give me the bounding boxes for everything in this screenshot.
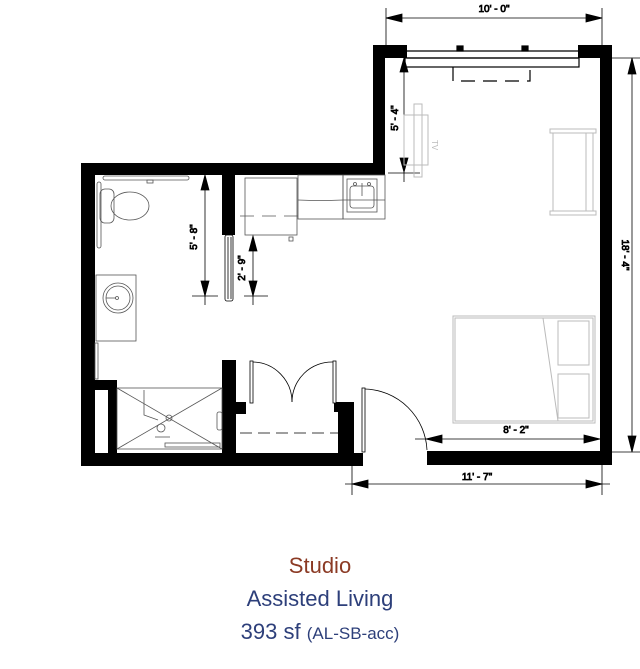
tv-stand: TV: [403, 103, 439, 178]
dim-bedroom-label: 8' - 2": [503, 425, 529, 436]
window: [404, 45, 580, 82]
dim-right-label: 18' - 4": [619, 239, 630, 270]
closet-doors: [240, 360, 338, 434]
dim-bath-label: 5' - 8": [189, 224, 200, 250]
dimension-bath-height: 5' - 8": [189, 173, 218, 305]
dimension-bottom-width: 11' - 7": [345, 458, 610, 495]
bath-pocket-door: [224, 234, 234, 302]
grab-bar: [102, 175, 190, 184]
dimension-bedroom-width: 8' - 2": [415, 425, 612, 444]
unit-code: (AL-SB-acc): [306, 624, 400, 643]
unit-type-title: Studio: [288, 553, 352, 578]
unit-area: 393 sf: [240, 619, 301, 644]
tv-label: TV: [430, 140, 439, 151]
bathroom-sink: [94, 274, 137, 380]
shower: [116, 387, 223, 450]
dimension-kitchen-clearance: 2' - 9": [237, 234, 268, 305]
toilet: [96, 181, 150, 249]
unit-category: Assisted Living: [246, 586, 394, 611]
floor-plan: 10' - 0" 18' - 4" 5' - 4" TV: [81, 4, 640, 495]
chair: [549, 128, 597, 216]
dimension-top-width: 10' - 0": [385, 4, 603, 52]
dim-entry-label: 5' - 4": [390, 105, 401, 131]
bed: [452, 315, 596, 424]
dim-top-label: 10' - 0": [478, 4, 509, 15]
dim-bottom-label: 11' - 7": [462, 472, 493, 483]
dimension-right-height: 18' - 4": [612, 57, 640, 453]
entry-door: [361, 387, 428, 453]
walls: [81, 45, 612, 466]
unit-area-line: 393 sf (AL-SB-acc): [0, 619, 640, 645]
dim-kitchen-label: 2' - 9": [237, 255, 248, 281]
kitchen: [240, 174, 386, 242]
